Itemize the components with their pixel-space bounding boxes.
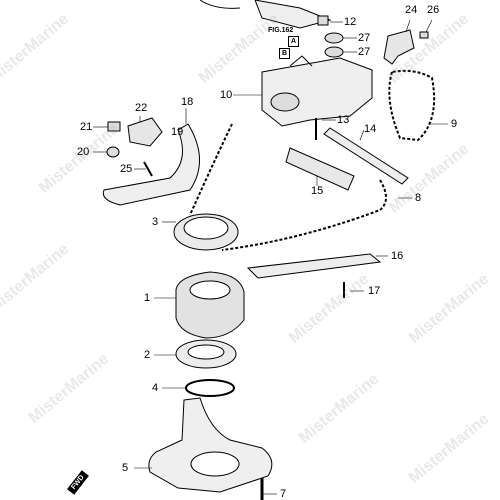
part-27-lower-shape — [324, 46, 344, 58]
part-20-shape — [106, 146, 120, 158]
part-number-3: 3 — [152, 216, 159, 228]
part-number-13: 13 — [337, 114, 350, 126]
part-number-26: 26 — [427, 4, 440, 16]
part-number-24: 24 — [405, 4, 418, 16]
part-5-shape — [148, 397, 273, 493]
top-chain-fragment — [199, 0, 241, 9]
part-2-inner — [187, 344, 225, 360]
part-16-shape — [246, 253, 382, 279]
part-number-19: 19 — [171, 126, 184, 138]
part-10-housing — [261, 57, 373, 127]
part-12-shape — [317, 15, 329, 26]
part-10-boss — [270, 92, 300, 112]
part-22-shape — [127, 117, 163, 147]
part-number-9: 9 — [451, 118, 458, 130]
part-number-12: 12 — [344, 16, 357, 28]
part-number-20: 20 — [77, 146, 90, 158]
part-number-16: 16 — [391, 250, 404, 262]
part-10-rib — [289, 55, 313, 67]
part-4-shape — [185, 379, 235, 397]
part-number-22: 22 — [135, 102, 148, 114]
part-15-shape — [285, 147, 355, 191]
part-number-2: 2 — [144, 349, 151, 361]
part-number-18: 18 — [181, 96, 194, 108]
part-number-10: 10 — [220, 89, 233, 101]
callout-box-b: B — [279, 48, 290, 59]
part-25-shape — [143, 161, 153, 177]
part-number-17: 17 — [368, 285, 381, 297]
part-number-21: 21 — [80, 121, 93, 133]
part-3-inner — [183, 216, 229, 240]
top-bracket-fragment — [254, 0, 332, 29]
part-8-chain — [189, 123, 387, 251]
part-number-5: 5 — [122, 462, 129, 474]
part-number-27b: 27 — [358, 46, 371, 58]
part-14-shape — [323, 127, 409, 185]
part-9-chain — [388, 69, 436, 142]
part-number-14: 14 — [364, 123, 377, 135]
callout-box-a: A — [288, 36, 299, 47]
part-26-shape — [419, 31, 429, 39]
part-18-shape — [102, 123, 200, 206]
part-5-bore — [190, 451, 240, 477]
part-27-upper-shape — [324, 32, 344, 44]
part-number-1: 1 — [144, 292, 151, 304]
part-24-shape — [383, 29, 415, 65]
part-number-8: 8 — [415, 192, 422, 204]
figure-reference: FIG.162 — [268, 27, 294, 34]
part-21-shape — [107, 121, 121, 132]
part-number-4: 4 — [152, 382, 159, 394]
leader-lines — [93, 19, 448, 495]
part-number-7: 7 — [280, 488, 287, 500]
part-number-25: 25 — [120, 163, 133, 175]
part-number-15: 15 — [311, 185, 324, 197]
part-number-27a: 27 — [358, 32, 371, 44]
part-1-bore — [189, 280, 231, 300]
